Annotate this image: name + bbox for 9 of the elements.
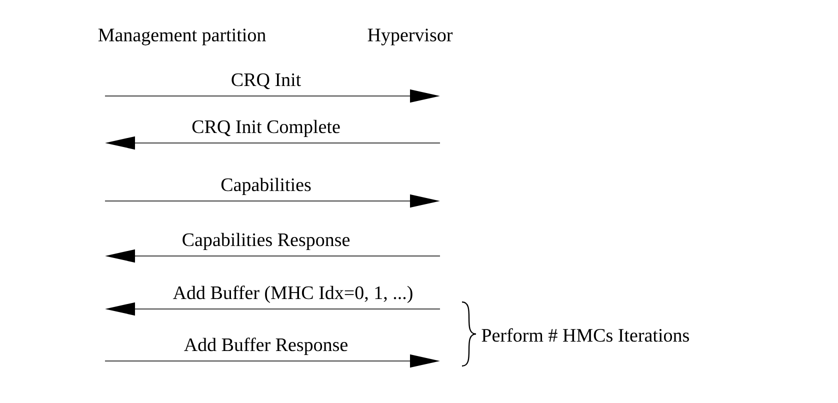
message-label: Add Buffer Response	[184, 338, 348, 356]
message-label: CRQ Init	[232, 73, 301, 90]
message-label: Add Buffer (MHC Idx=0, 1, ...)	[172, 286, 412, 304]
iteration-note: Perform # HMCs Iterations	[482, 328, 689, 342]
message-label: Capabilities Response	[182, 232, 350, 250]
participant-label: Management partition	[98, 28, 266, 46]
message-label: Capabilities	[221, 178, 311, 196]
participant-label: Hypervisor	[368, 28, 453, 46]
message-label: CRQ Init Complete	[192, 120, 340, 138]
